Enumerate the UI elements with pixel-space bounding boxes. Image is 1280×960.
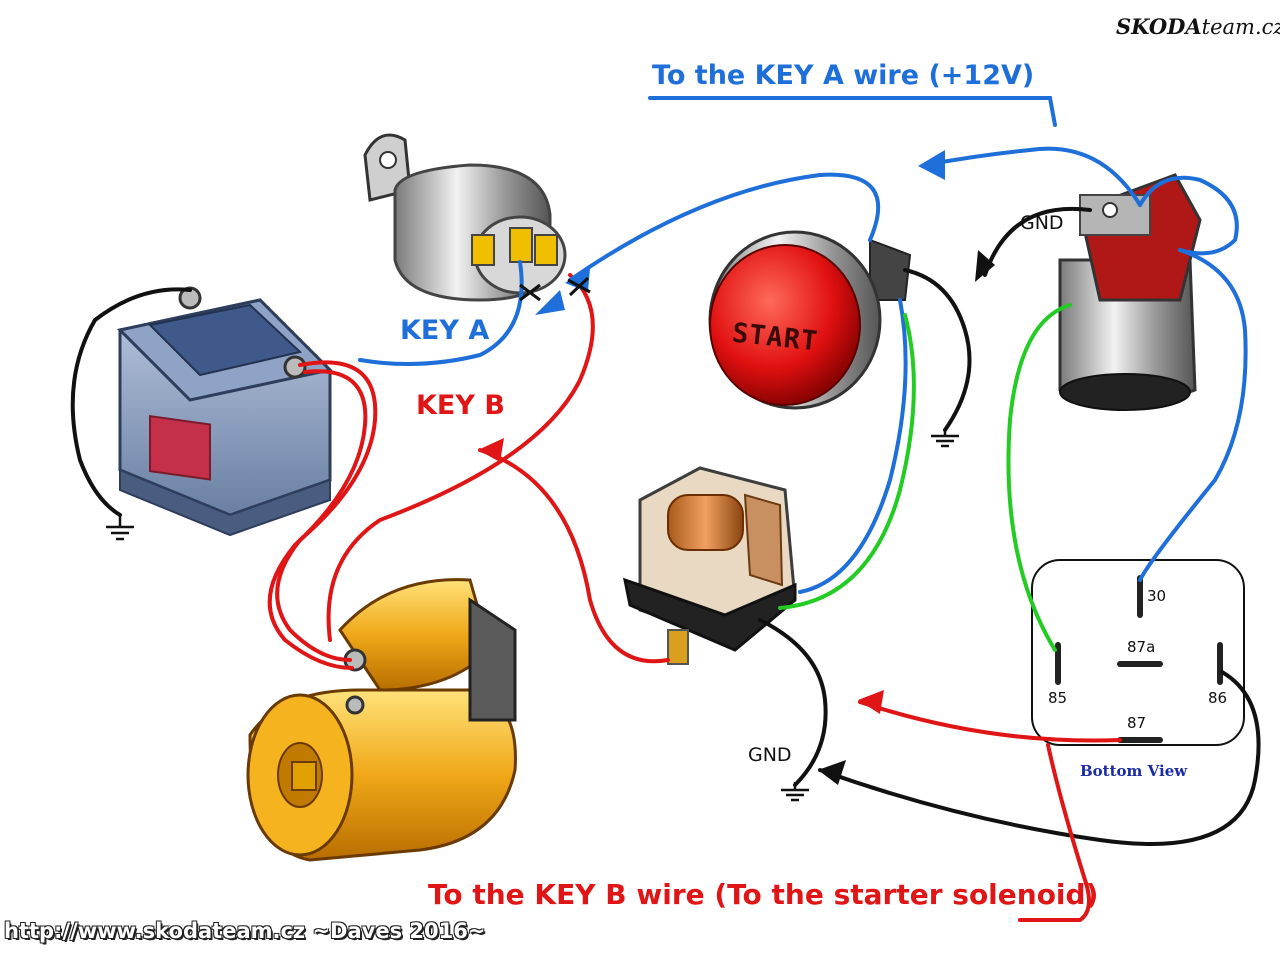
wire-cut-marks [519,276,591,302]
ground-symbols [106,428,959,802]
button-to-relay-green [778,313,916,610]
pin-87-label: 87 [1127,714,1147,732]
toggle-gnd-arrow [983,206,1092,277]
battery [116,286,334,537]
key-b-label: KEY B [416,390,505,421]
toggle-to-pin85 [1006,303,1072,652]
key-b-wire-label: To the KEY B wire (To the starter soleno… [428,878,1099,911]
bottom-view-label: Bottom View [1080,762,1188,780]
start-button [708,230,912,410]
pin-30-label: 30 [1147,587,1167,605]
toggle-loop [1138,175,1239,256]
pin87-to-relay-arrow [858,700,1122,743]
brand-logo: SKODAteam.cz [1116,14,1280,39]
gnd-label-top: GND [1020,212,1064,234]
battery-ground-wire [70,287,192,517]
black-arrow-head-2 [818,760,846,785]
brand-main: SKODA [1116,14,1202,39]
pin-87a-label: 87a [1127,638,1156,656]
green-wires [778,303,1072,652]
pin-85-label: 85 [1048,689,1068,707]
pin87-to-keyb-wire [1018,743,1091,922]
toggle-to-keya-arrow [923,146,1142,207]
blue-arrow-head-2 [918,150,945,180]
red-wires [267,273,1122,922]
button-ground-wire [903,268,972,432]
pin-86-label: 86 [1208,689,1228,707]
battery-starter-wire-2 [267,369,368,670]
blue-arrow-head-1 [565,268,590,292]
ground-symbol-relay [781,782,809,802]
key-a-label: KEY A [400,315,490,346]
black-wires [70,206,1261,846]
ignition-switch [363,133,567,302]
relay-87-to-keyb-arrow [478,448,670,664]
key-a-wire-label: To the KEY A wire (+12V) [652,60,1035,91]
black-arrow-head-1 [975,250,995,282]
ground-symbol-battery [106,515,134,541]
toggle-to-pin30 [1138,248,1248,582]
relay-ground-wire [758,618,828,787]
relay [623,466,797,665]
key-a-wire [358,260,524,366]
gnd-label-bottom: GND [748,744,792,766]
keya-label-line [648,96,1057,127]
ground-symbol-button [931,428,959,448]
relay-pinout-box [1031,559,1245,746]
footer-credit: http://www.skodateam.cz ~Daves 2016~ [4,919,486,943]
blue-arrow-head-3 [535,290,565,315]
button-to-keya-arrow [568,172,881,282]
pin86-ground-wire [818,670,1261,846]
brand-suffix: team.cz [1201,15,1280,39]
starter-motor [246,578,517,862]
blue-wires [358,96,1248,594]
toggle-switch [1058,173,1202,411]
red-arrow-head-2 [858,690,884,714]
button-to-relay-blue [798,298,908,594]
red-arrow-head-1 [478,438,504,462]
